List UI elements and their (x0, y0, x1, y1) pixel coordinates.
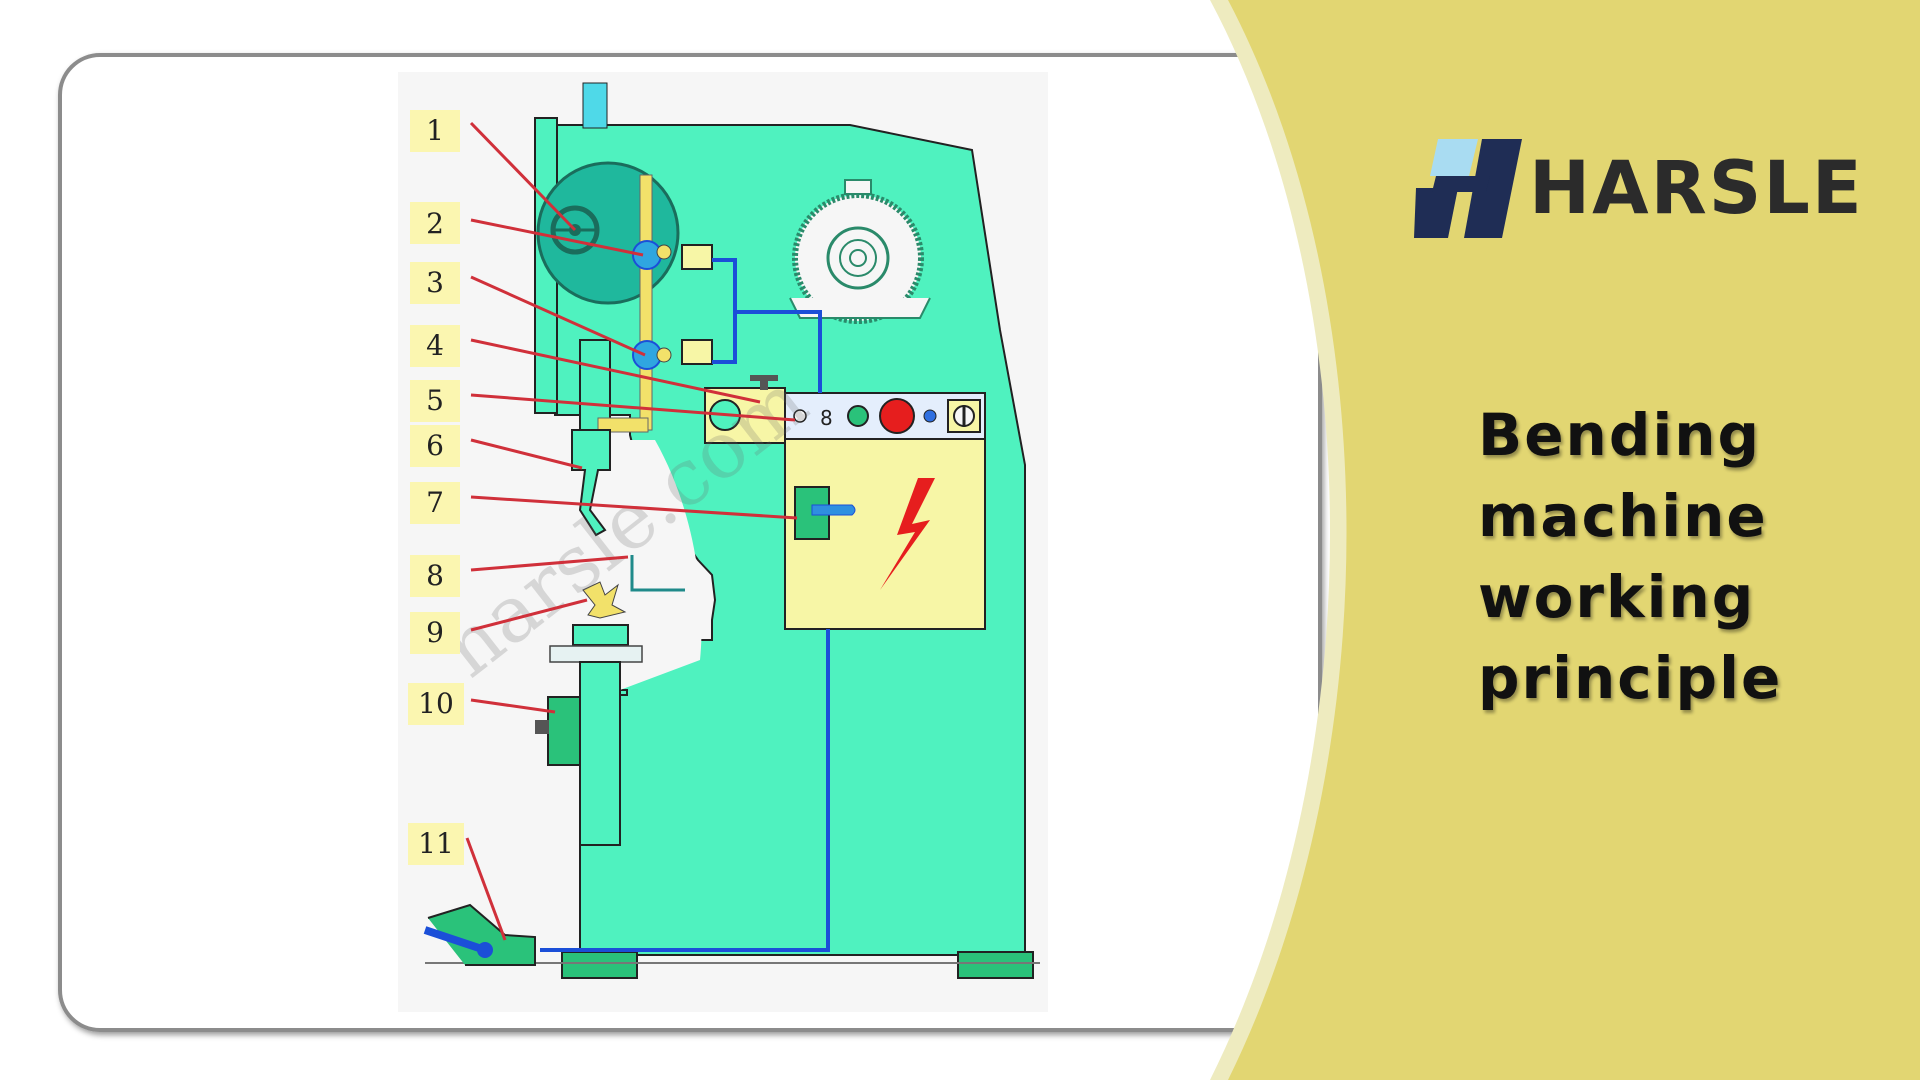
adjust-knob (535, 720, 549, 734)
harsle-logo-icon (1414, 139, 1522, 238)
electric-cabinet (784, 438, 986, 630)
wiring (540, 258, 830, 952)
die-holder (572, 624, 629, 646)
svg-text:8: 8 (820, 406, 833, 430)
svg-text:5: 5 (426, 384, 444, 417)
svg-text:11: 11 (418, 827, 454, 860)
workpiece (582, 581, 627, 619)
callout-2: 2 (410, 202, 460, 244)
adjust-block (547, 696, 581, 766)
svg-text:4: 4 (426, 329, 444, 362)
callout-11: 11 (408, 823, 464, 865)
svg-text:6: 6 (426, 429, 444, 462)
callout-1: 1 (410, 110, 460, 152)
title-line-1: Bending (1478, 401, 1762, 469)
callout-8: 8 (410, 555, 460, 597)
work-table (549, 645, 643, 663)
leader-lines (465, 121, 798, 941)
svg-text:9: 9 (426, 616, 444, 649)
flywheel (536, 161, 680, 305)
foot-pedal (423, 903, 536, 966)
slide-title: Bending machine working principle (1478, 395, 1838, 719)
sensor-upper (632, 240, 713, 270)
title-line-3: working (1478, 563, 1756, 631)
guide-rod (639, 174, 653, 431)
ram-clamp (597, 417, 649, 433)
motor (789, 179, 931, 324)
svg-text:2: 2 (426, 207, 444, 240)
control-panel: 8 (704, 375, 986, 444)
callout-6: 6 (410, 425, 460, 467)
base-foot-left (561, 951, 638, 979)
top-post (582, 82, 608, 129)
svg-text:1: 1 (426, 114, 444, 147)
guard-bracket (630, 555, 685, 592)
sensor-lower (632, 339, 713, 370)
callout-10: 10 (408, 683, 464, 725)
brand-name: HARSLE (1529, 146, 1864, 231)
base-foot-right (957, 951, 1034, 979)
callout-5: 5 (410, 380, 460, 422)
callout-4: 4 (410, 325, 460, 367)
callout-9: 9 (410, 612, 460, 654)
title-line-2: machine (1478, 482, 1768, 550)
brand-panel (1228, 0, 1920, 1080)
callout-labels: 1 2 3 4 5 6 7 8 9 10 11 (408, 110, 464, 865)
svg-text:7: 7 (426, 486, 444, 519)
svg-text:10: 10 (418, 687, 454, 720)
lower-column (579, 661, 621, 846)
ram-block (579, 339, 611, 431)
title-line-4: principle (1478, 644, 1783, 712)
svg-text:8: 8 (426, 559, 444, 592)
upper-tool (571, 429, 611, 537)
svg-text:3: 3 (426, 266, 444, 299)
callout-3: 3 (410, 262, 460, 304)
callout-7: 7 (410, 482, 460, 524)
